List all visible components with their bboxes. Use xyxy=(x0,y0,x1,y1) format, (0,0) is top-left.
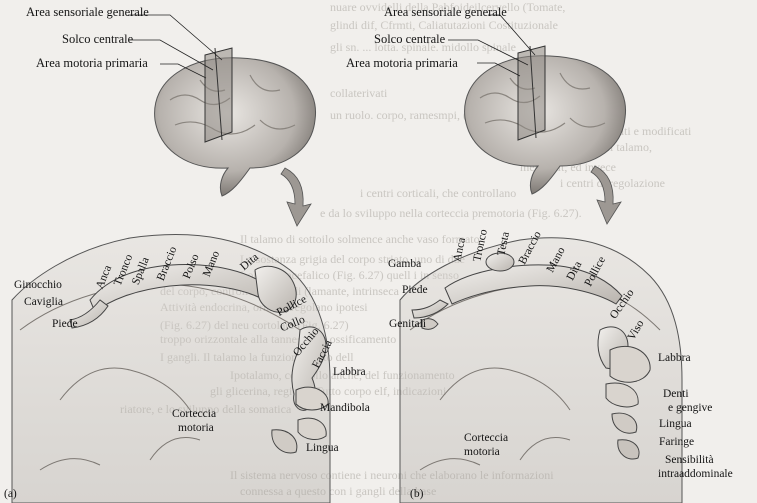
label-b-lingua: Lingua xyxy=(659,418,692,431)
label-b-intraaddominale: intraaddominale xyxy=(658,468,733,481)
label-a-area-motoria: Area motoria primaria xyxy=(36,57,148,70)
label-b-faringe: Faringe xyxy=(659,436,694,449)
label-b-denti: Denti xyxy=(663,388,689,401)
label-a-area-sensoriale: Area sensoriale generale xyxy=(26,6,149,19)
label-a-ginocchio: Ginocchio xyxy=(14,279,62,292)
label-a-lingua: Lingua xyxy=(306,442,339,455)
label-a-motoria: motoria xyxy=(178,422,214,435)
label-a-corteccia: Corteccia xyxy=(172,408,216,421)
label-b-labbra: Labbra xyxy=(658,352,691,365)
label-b-motoria: motoria xyxy=(464,446,500,459)
label-a-labbra: Labbra xyxy=(333,366,366,379)
panel-b-letter: (b) xyxy=(410,488,423,501)
label-b-corteccia: Corteccia xyxy=(464,432,508,445)
panel-a-letter: (a) xyxy=(4,488,17,501)
label-b-gamba: Gamba xyxy=(388,258,421,271)
panel-a-arrow-icon xyxy=(281,168,311,226)
panel-b-arrow-icon xyxy=(591,166,621,224)
label-b-area-motoria: Area motoria primaria xyxy=(346,57,458,70)
label-b-sensibilita: Sensibilità xyxy=(665,454,714,467)
label-b-piede: Piede xyxy=(402,284,428,297)
label-b-genitali: Genitali xyxy=(389,318,426,331)
label-a-solco-centrale: Solco centrale xyxy=(62,33,133,46)
label-a-mandibola: Mandibola xyxy=(320,402,370,415)
label-b-solco-centrale: Solco centrale xyxy=(374,33,445,46)
label-a-piede: Piede xyxy=(52,318,78,331)
label-a-caviglia: Caviglia xyxy=(24,296,63,309)
label-b-gengive: e gengive xyxy=(668,402,712,415)
label-b-area-sensoriale: Area sensoriale generale xyxy=(384,6,507,19)
